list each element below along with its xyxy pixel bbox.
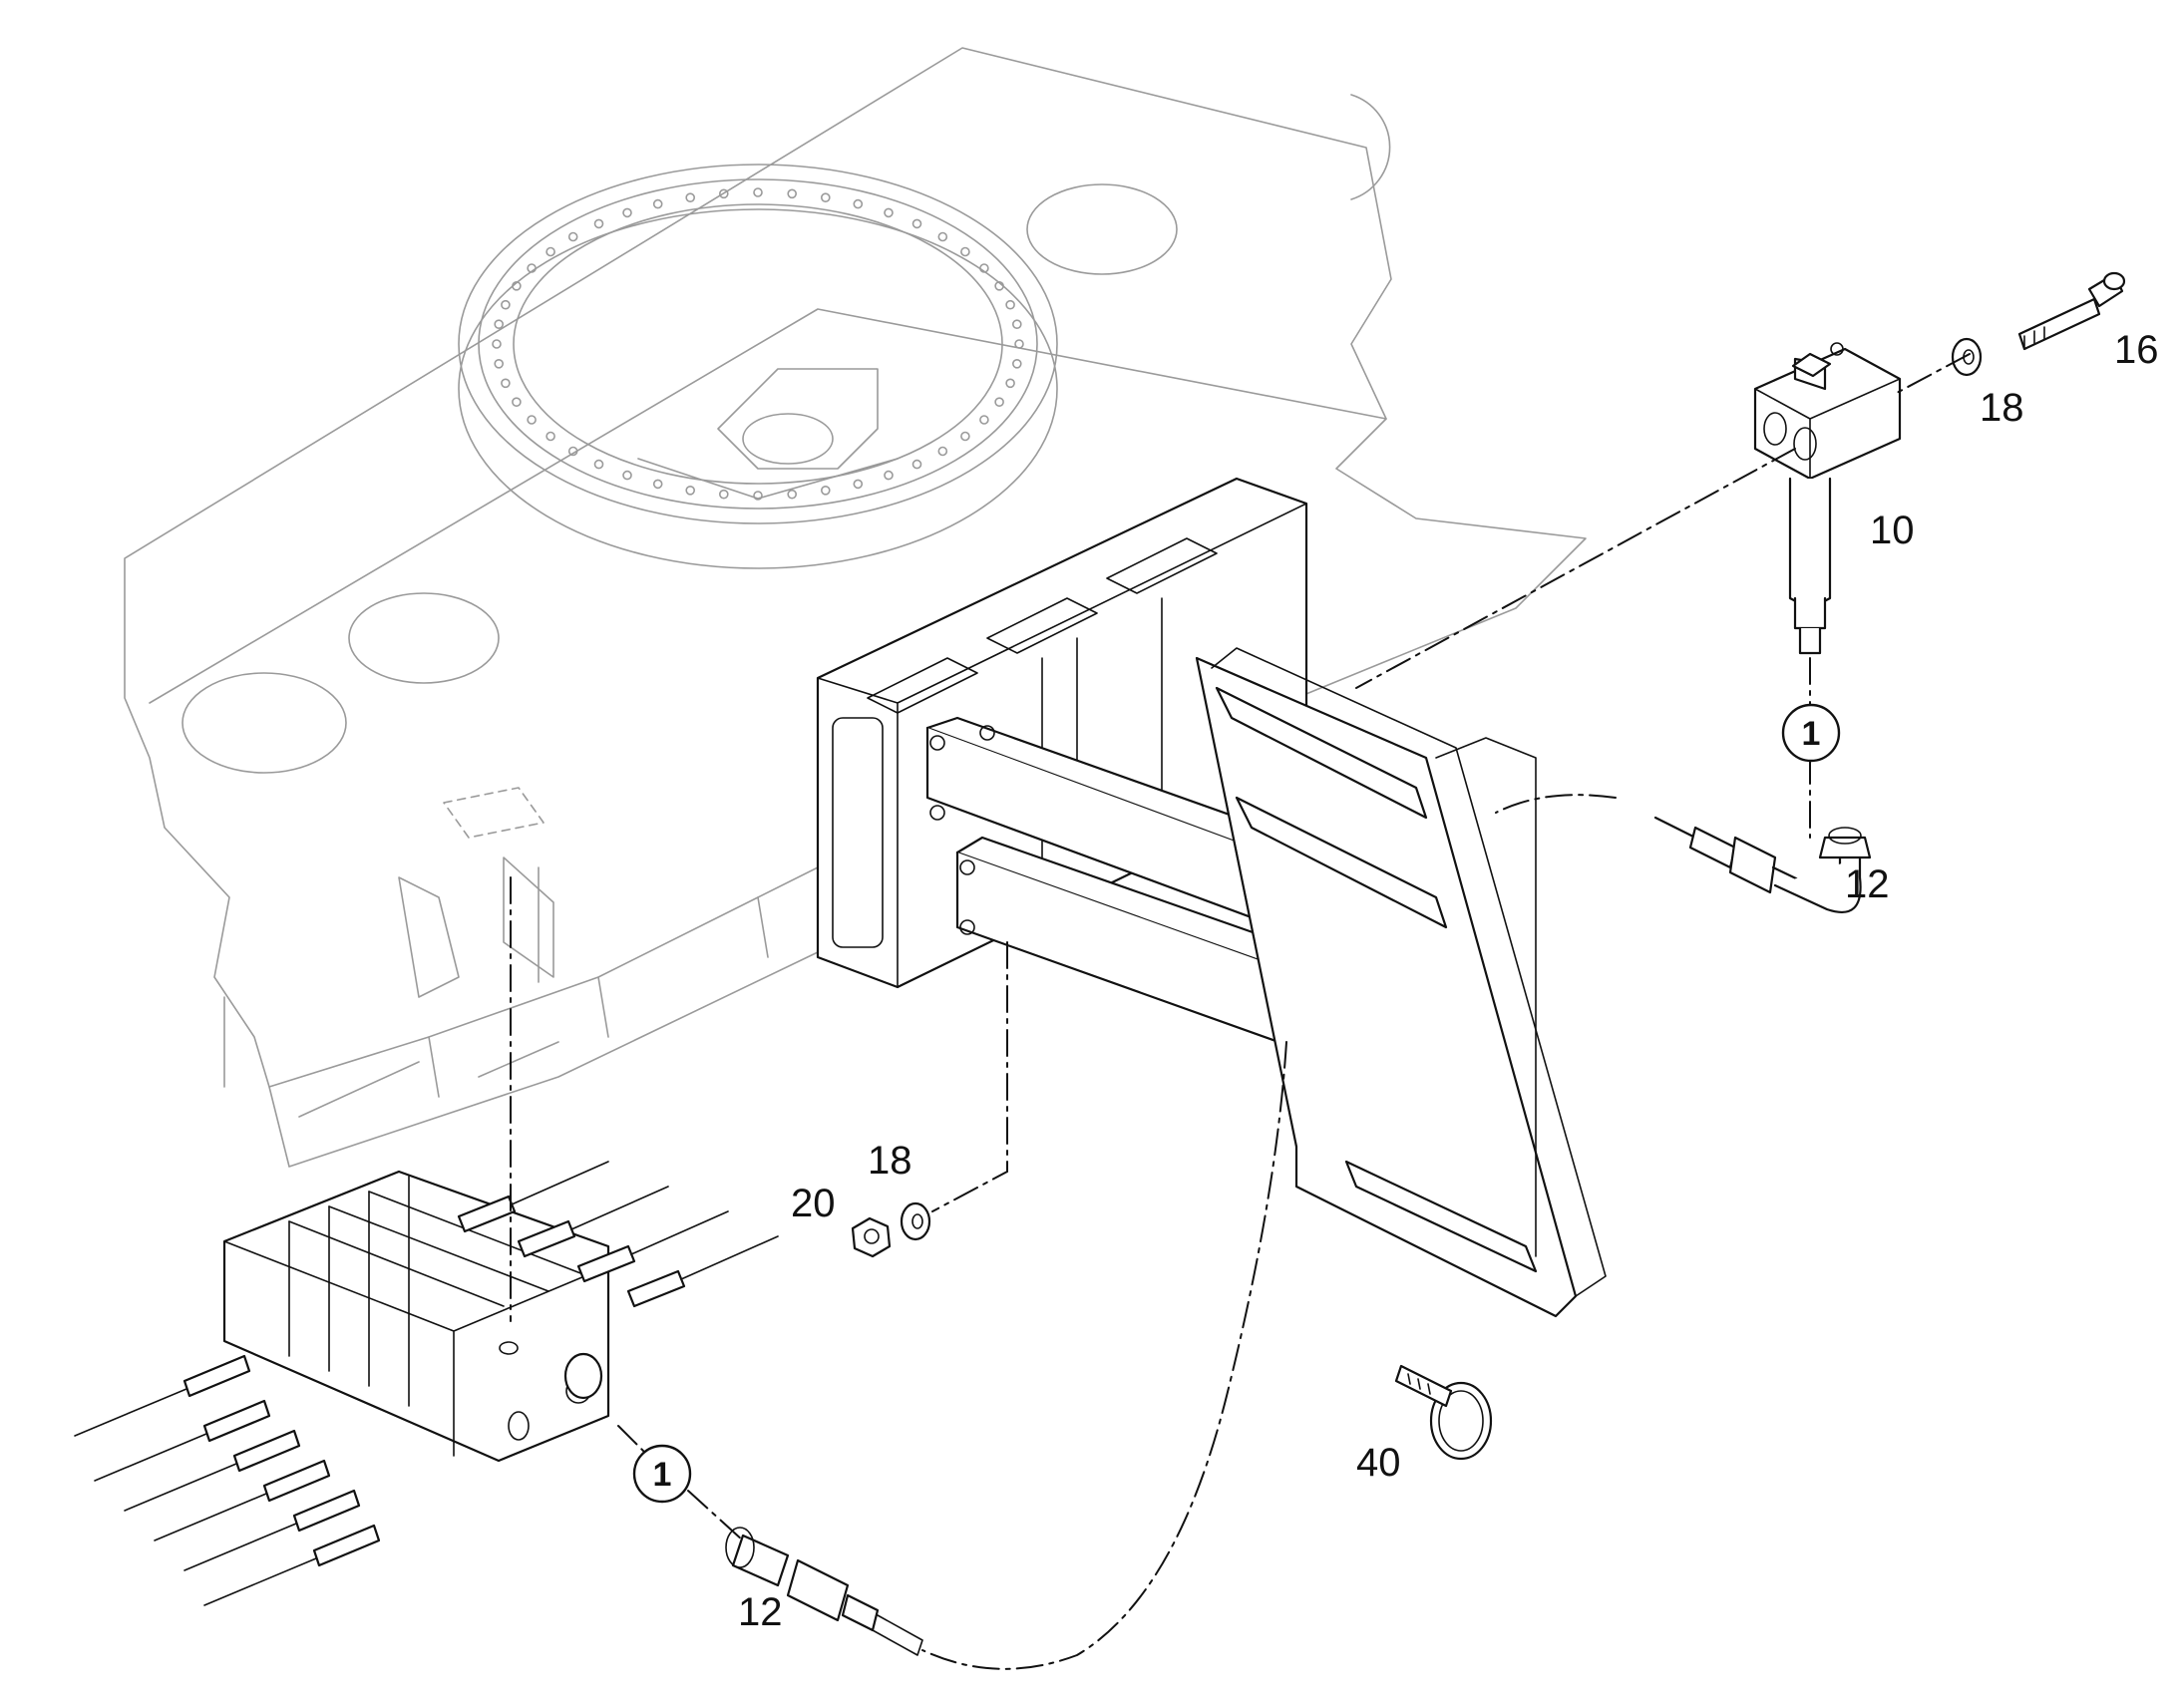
ring-bolt-hole: [718, 489, 729, 500]
ring-bolt-hole: [820, 192, 831, 202]
ring-bolt-hole: [527, 415, 537, 425]
ring-bolt-hole: [884, 207, 894, 218]
callout-20: 20: [791, 1182, 836, 1225]
ring-bolt-hole: [718, 188, 729, 199]
hose-fitting: [182, 1354, 251, 1398]
ring-bolt-hole: [937, 231, 948, 242]
hose-fitting: [292, 1489, 361, 1533]
hose-line: [570, 1186, 669, 1230]
callout-12-right: 12: [1845, 862, 1890, 906]
ring-bolt-hole: [853, 479, 864, 490]
hose-line: [630, 1210, 729, 1255]
ring-bolt-hole: [820, 485, 831, 496]
hose-line: [680, 1235, 779, 1280]
ring-bolt-hole: [512, 280, 522, 291]
hose-fitting: [626, 1269, 686, 1308]
hose-line: [203, 1557, 317, 1606]
hose-fitting: [262, 1459, 331, 1503]
hose-fitting: [312, 1524, 381, 1567]
washer-18-top: [1951, 337, 1983, 377]
ring-bolt-hole: [492, 339, 502, 349]
hose-line: [511, 1161, 609, 1205]
ring-bolt-hole: [911, 459, 922, 470]
ring-bolt-hole: [994, 280, 1004, 291]
ring-bolt-hole: [1011, 319, 1022, 330]
ring-bolt-hole: [593, 459, 604, 470]
cap-screw-16: [2017, 271, 2126, 351]
ring-bolt-hole: [960, 431, 970, 442]
distributor-valve-block: [222, 1170, 610, 1463]
hex-nut-20: [851, 1216, 892, 1258]
callout-18-mid: 18: [868, 1139, 912, 1183]
ring-bolt-hole: [567, 446, 578, 457]
hose-fitting-12-right: [1653, 816, 1872, 914]
ghosted-slewing-ring: [458, 164, 1058, 569]
ring-bolt-hole: [853, 198, 864, 209]
ring-bolt-hole: [979, 263, 989, 273]
hose-line: [94, 1433, 207, 1482]
ring-bolt-hole: [501, 299, 511, 310]
ring-bolt-hole: [494, 358, 505, 369]
ring-bolt-hole: [652, 198, 663, 209]
hose-fitting: [576, 1244, 636, 1283]
valve-block-fittings: [74, 1161, 779, 1606]
ring-bolt-hole: [960, 246, 970, 257]
ring-bolt-hole: [527, 263, 537, 273]
ring-bolt-hole: [787, 489, 798, 500]
ring-bolt-hole: [501, 378, 511, 389]
callout-18-top: 18: [1980, 386, 2024, 430]
hose-line: [154, 1493, 267, 1541]
hose-fitting: [232, 1429, 301, 1473]
hose-clamp-40: [1394, 1364, 1493, 1461]
reference-marker-1-bottom: 1: [632, 1444, 692, 1504]
ghosted-lower-frame: [398, 787, 554, 998]
ring-bolt-hole: [1005, 299, 1015, 310]
ring-bolt-hole: [979, 415, 989, 425]
ghosted-ring-bolt-holes: [492, 187, 1024, 501]
ring-bolt-hole: [1011, 358, 1022, 369]
ring-bolt-hole: [884, 470, 894, 481]
ring-bolt-hole: [652, 479, 663, 490]
ring-bolt-hole: [753, 187, 763, 197]
ring-bolt-hole: [787, 188, 798, 199]
leader-lines: [510, 353, 1971, 1670]
pressure-switch: [1753, 342, 1902, 655]
ring-bolt-hole: [593, 218, 604, 229]
reference-marker-1-right: 1: [1781, 703, 1841, 763]
washer-18-mid: [900, 1201, 931, 1241]
ring-bolt-hole: [494, 319, 505, 330]
hose-line: [74, 1388, 187, 1437]
hose-line: [124, 1463, 237, 1512]
hose-fitting: [517, 1219, 576, 1258]
callout-16: 16: [2114, 328, 2159, 372]
ring-bolt-hole: [911, 218, 922, 229]
svg-text:1: 1: [653, 1456, 672, 1494]
ring-bolt-hole: [753, 491, 763, 501]
ring-bolt-hole: [685, 192, 696, 202]
ring-bolt-hole: [1014, 339, 1024, 349]
callout-10: 10: [1870, 509, 1915, 552]
ring-bolt-hole: [545, 431, 555, 442]
ring-bolt-hole: [512, 397, 522, 408]
hose-fitting: [457, 1195, 517, 1233]
ring-bolt-hole: [622, 207, 632, 218]
ghosted-frame-holes: [182, 94, 1391, 774]
ring-bolt-hole: [685, 485, 696, 496]
ring-bolt-hole: [937, 446, 948, 457]
hose-fitting: [202, 1399, 271, 1443]
access-ladder: [1195, 647, 1607, 1318]
ring-bolt-hole: [567, 231, 578, 242]
ring-bolt-hole: [545, 246, 555, 257]
ring-bolt-hole: [622, 470, 632, 481]
callout-40: 40: [1356, 1441, 1401, 1485]
hose-fitting-12-bottom: [725, 1527, 923, 1656]
ring-bolt-hole: [1005, 378, 1015, 389]
hose-line: [183, 1523, 297, 1571]
ring-bolt-hole: [994, 397, 1004, 408]
svg-text:1: 1: [1802, 715, 1821, 753]
callout-12-bottom: 12: [738, 1590, 783, 1634]
